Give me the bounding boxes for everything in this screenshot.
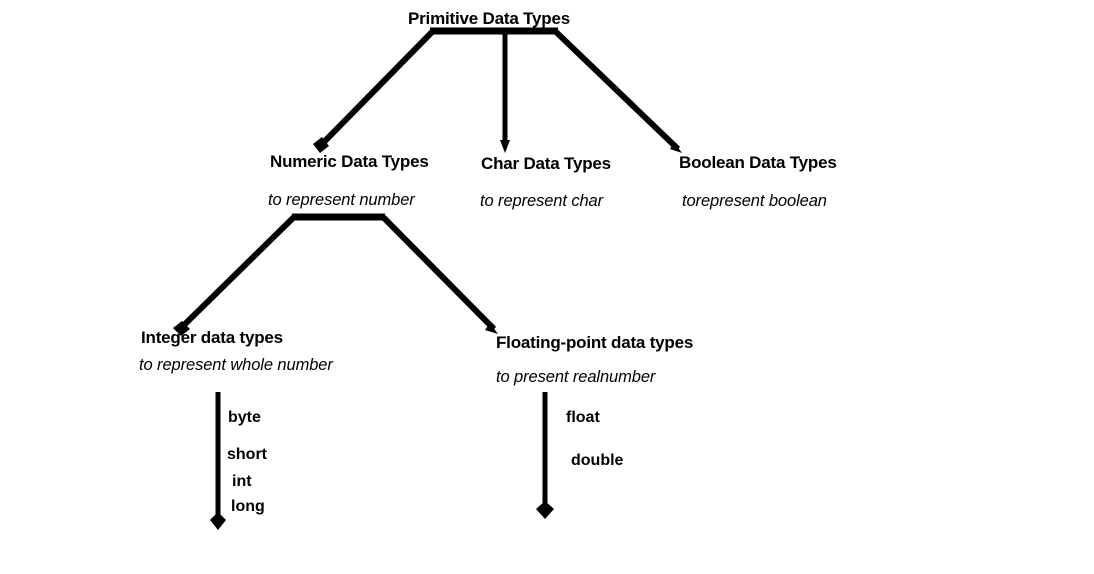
node-integer-data-types: Integer data types bbox=[141, 328, 283, 347]
arrowhead-floating-stem bbox=[536, 501, 554, 519]
node-boolean-data-types: Boolean Data Types bbox=[679, 153, 837, 172]
leaf-double: double bbox=[571, 452, 624, 469]
arrowhead-numeric bbox=[313, 137, 329, 153]
node-char-data-types: Char Data Types bbox=[481, 154, 611, 173]
desc-integer-data-types: to represent whole number bbox=[139, 356, 333, 374]
desc-floating-point-data-types: to present realnumber bbox=[496, 368, 656, 386]
node-numeric-data-types: Numeric Data Types bbox=[270, 152, 429, 171]
connector-root-to-numeric bbox=[319, 28, 436, 147]
desc-boolean-data-types: torepresent boolean bbox=[682, 192, 827, 210]
arrowhead-boolean bbox=[670, 142, 682, 153]
desc-char-data-types: to represent char bbox=[480, 192, 604, 210]
arrowhead-floating bbox=[485, 323, 498, 334]
arrowhead-char bbox=[500, 140, 510, 153]
leaf-int: int bbox=[232, 473, 252, 490]
arrowhead-integer bbox=[173, 321, 190, 336]
connector-numeric-to-floating bbox=[380, 214, 497, 332]
node-floating-point-data-types: Floating-point data types bbox=[496, 333, 694, 352]
leaf-short: short bbox=[227, 446, 267, 463]
connector-root-to-boolean bbox=[552, 28, 681, 152]
leaf-long: long bbox=[231, 498, 265, 515]
leaf-byte: byte bbox=[228, 409, 261, 426]
connector-numeric-to-integer bbox=[179, 214, 297, 330]
arrowhead-integer-stem bbox=[210, 512, 226, 530]
leaf-float: float bbox=[566, 409, 600, 426]
node-primitive-data-types: Primitive Data Types bbox=[408, 9, 570, 28]
desc-numeric-data-types: to represent number bbox=[268, 191, 415, 209]
